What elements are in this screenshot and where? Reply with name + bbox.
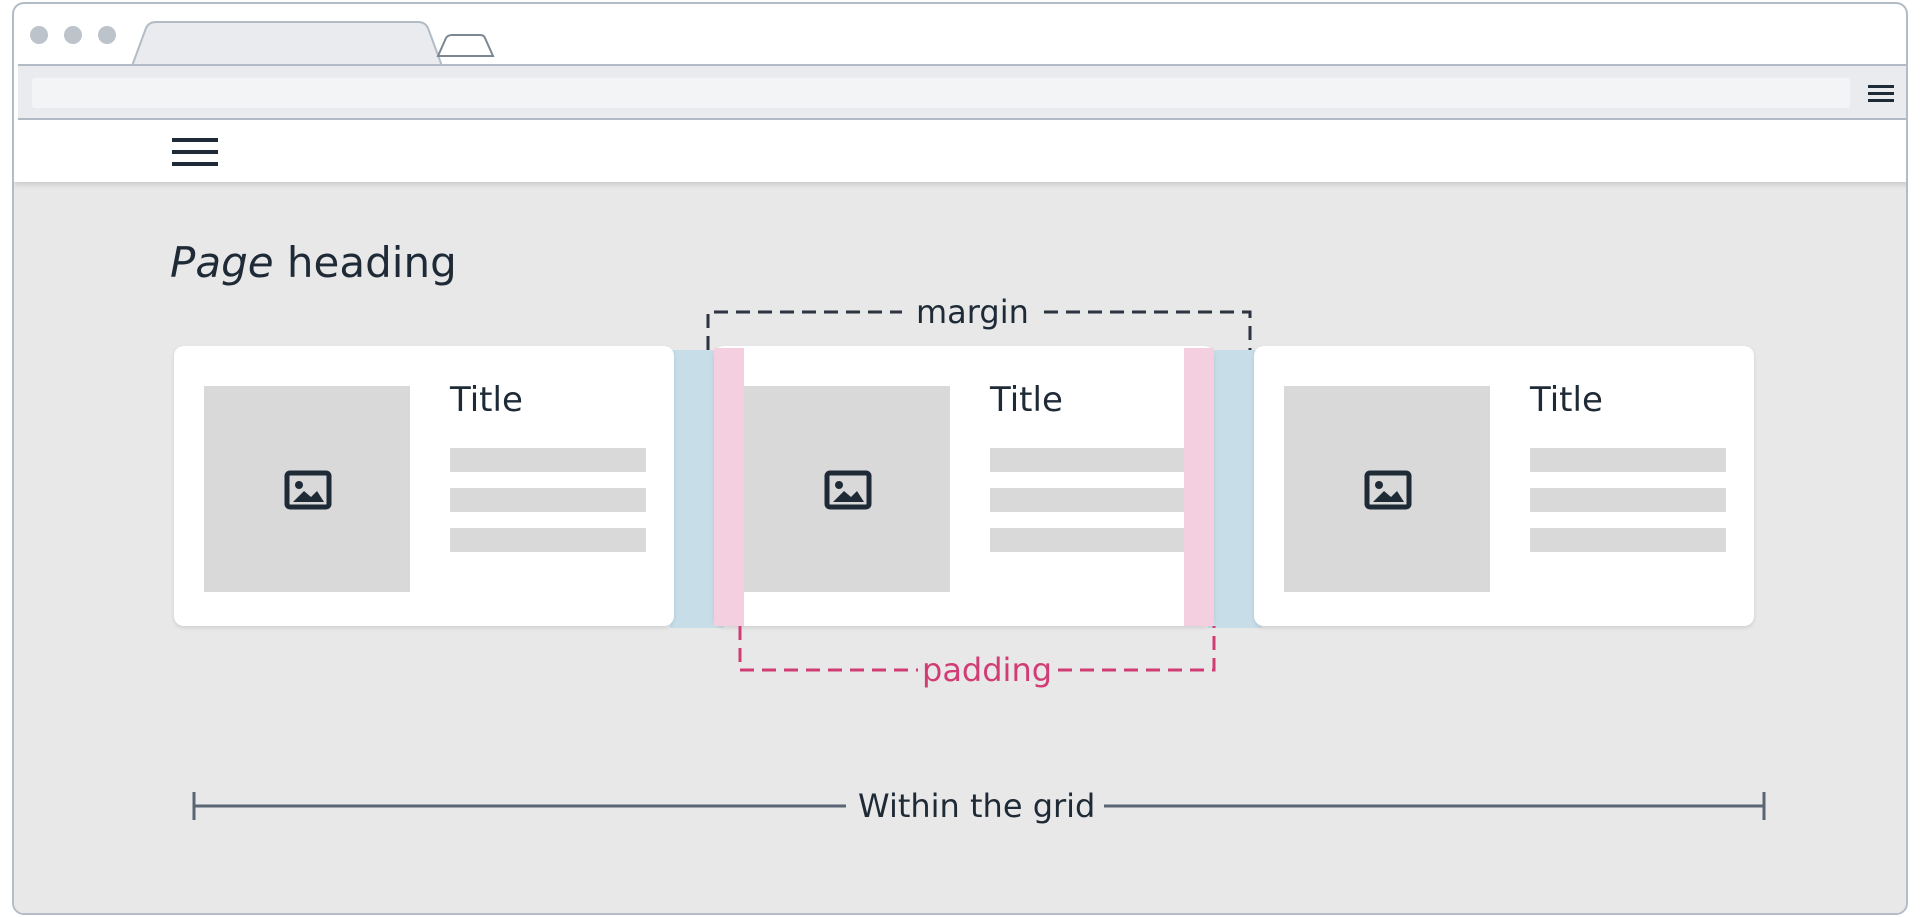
padding-band-left	[714, 348, 744, 626]
page-heading-emphasis: Page	[170, 238, 274, 287]
card[interactable]: Title	[174, 346, 674, 626]
margin-bracket	[706, 310, 1252, 350]
card-title: Title	[1530, 380, 1603, 420]
card-thumbnail	[1284, 386, 1490, 592]
annotation-lines	[192, 310, 1766, 820]
text-placeholder	[990, 528, 1186, 552]
window-dot[interactable]	[64, 26, 82, 44]
image-icon	[824, 470, 872, 510]
padding-bracket	[738, 626, 1216, 672]
padding-label: padding	[922, 651, 1053, 689]
browser-tabs	[130, 21, 495, 67]
active-tab[interactable]	[130, 21, 444, 67]
text-placeholder	[1530, 488, 1726, 512]
grid-label: Within the grid	[858, 787, 1096, 825]
hamburger-icon[interactable]	[172, 136, 220, 170]
card[interactable]: Title	[714, 346, 1214, 626]
text-placeholder	[450, 448, 646, 472]
text-placeholder	[1530, 528, 1726, 552]
card-title: Title	[450, 380, 523, 420]
card-thumbnail	[744, 386, 950, 592]
page-heading-text: heading	[273, 238, 457, 287]
window-dot[interactable]	[30, 26, 48, 44]
card-title: Title	[990, 380, 1063, 420]
address-input[interactable]	[32, 78, 1850, 108]
site-header	[14, 120, 1906, 182]
page-content: Page heading Title	[14, 182, 1906, 913]
text-placeholder	[990, 448, 1186, 472]
text-placeholder	[990, 488, 1186, 512]
image-icon	[284, 470, 332, 510]
padding-band-right	[1184, 348, 1214, 626]
margin-label: margin	[916, 293, 1029, 331]
window-dot[interactable]	[98, 26, 116, 44]
text-placeholder	[1530, 448, 1726, 472]
text-placeholder	[450, 488, 646, 512]
browser-window: Page heading Title	[12, 2, 1908, 915]
new-tab-button[interactable]	[436, 34, 495, 57]
card[interactable]: Title	[1254, 346, 1754, 626]
page-heading: Page heading	[170, 238, 457, 287]
address-bar-area	[18, 64, 1906, 120]
image-icon	[1364, 470, 1412, 510]
card-thumbnail	[204, 386, 410, 592]
hamburger-icon[interactable]	[1866, 81, 1896, 105]
text-placeholder	[450, 528, 646, 552]
margin-band-right	[1208, 350, 1262, 628]
